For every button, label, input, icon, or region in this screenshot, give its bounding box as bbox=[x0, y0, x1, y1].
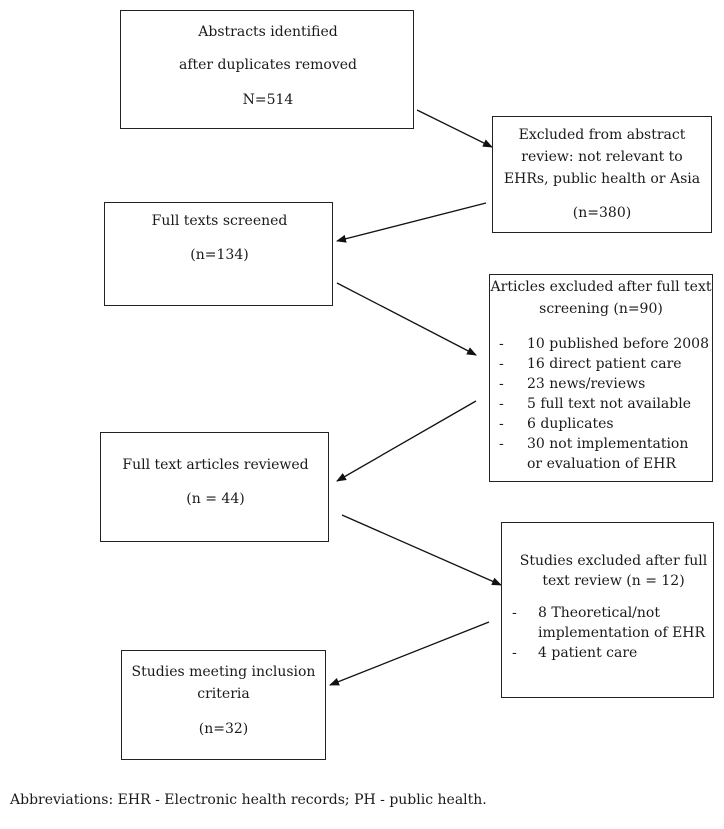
box-title-line: screening (n=90) bbox=[539, 301, 663, 317]
list-item: 4 patient care bbox=[538, 645, 638, 661]
box-line: (n=134) bbox=[190, 247, 249, 263]
list-item: 16 direct patient care bbox=[527, 356, 682, 372]
list-item: 6 duplicates bbox=[527, 416, 614, 432]
box-line: Full text articles reviewed bbox=[122, 457, 309, 473]
box-full-texts-screened: Full texts screened (n=134) bbox=[104, 202, 333, 306]
box-line: (n=380) bbox=[572, 205, 632, 221]
list-item: implementation of EHR bbox=[538, 625, 706, 641]
box-line: (n=32) bbox=[198, 721, 249, 737]
box-line: Abstracts identified bbox=[198, 24, 338, 40]
box-excluded-full-text-review: Studies excluded after full text review … bbox=[501, 522, 714, 698]
box-studies-meeting-inclusion: Studies meeting inclusion criteria (n=32… bbox=[121, 650, 326, 760]
list-item: 8 Theoretical/not bbox=[538, 605, 660, 621]
arrow-reviewed-to-excluded bbox=[341, 514, 502, 586]
box-line: EHRs, public health or Asia bbox=[503, 171, 701, 187]
box-excluded-full-text-screening: Articles excluded after full text screen… bbox=[489, 274, 713, 482]
box-line: Studies meeting inclusion bbox=[131, 664, 316, 680]
list-item: 30 not implementation bbox=[527, 436, 689, 452]
list-bullet: - bbox=[499, 336, 504, 352]
box-abstracts-identified: Abstracts identified after duplicates re… bbox=[120, 10, 414, 129]
box-line: (n = 44) bbox=[186, 491, 245, 507]
list-bullet: - bbox=[499, 376, 504, 392]
arrow-excluded-to-reviewed bbox=[336, 400, 477, 482]
list-bullet: - bbox=[499, 356, 504, 372]
box-line: criteria bbox=[197, 686, 250, 702]
arrow-excluded-to-included bbox=[329, 621, 490, 686]
list-item: 10 published before 2008 bbox=[527, 336, 709, 352]
list-item: or evaluation of EHR bbox=[527, 456, 676, 472]
list-bullet: - bbox=[499, 396, 504, 412]
arrow-identified-to-excluded bbox=[416, 109, 493, 148]
box-line: review: not relevant to bbox=[521, 149, 683, 165]
box-excluded-abstract-review: Excluded from abstract review: not relev… bbox=[492, 116, 712, 233]
box-line: Excluded from abstract bbox=[518, 127, 686, 143]
list-bullet: - bbox=[499, 436, 504, 452]
arrow-screened-to-excluded bbox=[336, 282, 477, 356]
box-full-text-articles-reviewed: Full text articles reviewed (n = 44) bbox=[100, 432, 329, 542]
box-title-line: Articles excluded after full text bbox=[490, 279, 712, 295]
list-item: 5 full text not available bbox=[527, 396, 691, 412]
box-title-line: Studies excluded after full bbox=[519, 553, 708, 569]
box-line: Full texts screened bbox=[151, 213, 288, 229]
list-item: 23 news/reviews bbox=[527, 376, 646, 392]
box-line: after duplicates removed bbox=[178, 57, 358, 73]
list-bullet: - bbox=[499, 416, 504, 432]
arrow-excluded-to-screened bbox=[336, 202, 487, 243]
list-bullet: - bbox=[512, 605, 517, 621]
box-title-line: text review (n = 12) bbox=[542, 573, 685, 589]
list-bullet: - bbox=[512, 645, 517, 661]
abbreviations-footnote: Abbreviations: EHR - Electronic health r… bbox=[10, 792, 487, 808]
box-line: N=514 bbox=[242, 92, 294, 108]
